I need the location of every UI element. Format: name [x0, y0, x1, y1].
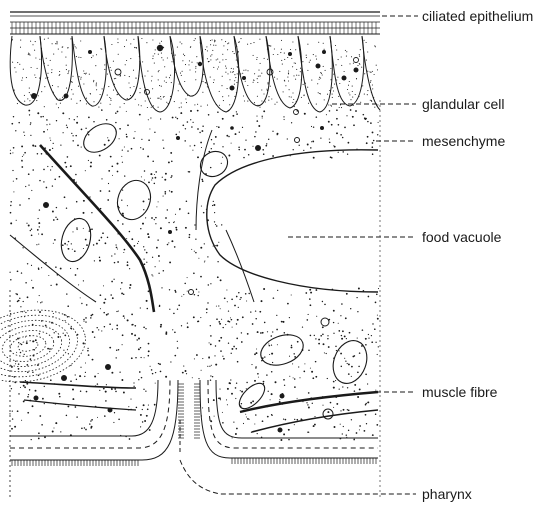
- label-glandular-cell: glandular cell: [422, 97, 505, 111]
- muscle-fibre-upper-left: [40, 145, 154, 312]
- muscle-fibre-lower-right: [240, 392, 378, 412]
- mesenchyme-cells: [57, 118, 373, 413]
- tissue-outlines: [10, 100, 380, 500]
- label-food-vacuole: food vacuole: [422, 230, 501, 244]
- mesenchyme-strand-2: [196, 130, 212, 230]
- muscle-fibre-lower-left: [20, 382, 136, 388]
- label-muscle-fibre: muscle fibre: [422, 385, 497, 399]
- label-pharynx: pharynx: [422, 487, 472, 501]
- muscle-fibre-lower-left-2: [24, 400, 136, 410]
- glandular-cells: [10, 36, 380, 112]
- pharynx-walls: [10, 380, 378, 466]
- mesenchyme-strand-3: [226, 230, 254, 302]
- mesenchyme-stipple: [9, 109, 379, 441]
- leader-lines: [180, 16, 418, 494]
- leader-pharynx: [180, 460, 416, 494]
- mesenchyme-strand-1: [10, 235, 96, 302]
- label-mesenchyme: mesenchyme: [422, 134, 505, 148]
- food-vacuole-outline: [207, 150, 378, 292]
- gland-nuclei: [31, 45, 359, 99]
- ring-granules: [189, 138, 334, 420]
- cell-nuclei: [34, 126, 325, 433]
- label-ciliated-epithelium: ciliated epithelium: [422, 9, 533, 23]
- ciliated-epithelium-layer: [10, 12, 380, 34]
- muscle-fibre-lower-right-2: [252, 410, 378, 432]
